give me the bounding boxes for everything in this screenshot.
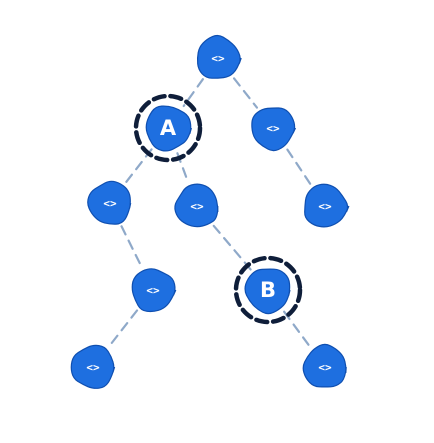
edge-a-left-to-a-left-child (120, 225, 143, 268)
tree-node-root-right: <> (251, 107, 297, 152)
tree-node-root: <> (196, 34, 242, 79)
code-icon: <> (190, 200, 204, 213)
code-icon: <> (146, 284, 160, 297)
edges-layer (107, 77, 312, 348)
tree-node-b: B (233, 255, 303, 325)
node-circle (131, 268, 177, 313)
code-icon: <> (266, 122, 280, 135)
tree-node-root-right-child: <> (304, 183, 350, 228)
edge-root-right-to-root-right-child (286, 148, 312, 186)
node-circle (145, 105, 192, 152)
code-icon: <> (318, 200, 332, 213)
node-circle (251, 107, 297, 152)
tree-node-a: A (133, 93, 203, 163)
node-circle (174, 183, 219, 228)
code-icon: <> (211, 52, 225, 65)
code-icon: <> (86, 361, 100, 374)
node-circle (302, 343, 347, 388)
node-label: A (160, 116, 177, 140)
edge-a-right-to-b (212, 224, 252, 271)
node-circle (196, 34, 242, 79)
code-icon: <> (318, 361, 332, 374)
node-circle (304, 183, 350, 228)
tree-node-a-left: <> (87, 180, 132, 225)
tree-node-b-child: <> (302, 343, 347, 388)
tree-node-a-right: <> (174, 183, 219, 228)
nodes-layer: <> A <> <> <> <> <> B <> <> (70, 34, 350, 389)
tree-node-a-left-grandchild: <> (70, 344, 116, 389)
edge-a-left-child-to-a-left-grandchild (107, 309, 139, 348)
tree-node-a-left-child: <> (131, 268, 177, 313)
edge-b-to-b-child (283, 310, 311, 348)
highlight-ring-a (133, 93, 203, 163)
code-icon: <> (103, 197, 117, 210)
highlight-ring-b (233, 255, 303, 325)
node-label: B (260, 278, 276, 302)
node-circle (70, 344, 116, 389)
node-circle (87, 180, 132, 225)
node-circle (244, 268, 291, 315)
edge-root-to-root-right (233, 77, 258, 109)
edge-root-to-a (182, 78, 204, 108)
